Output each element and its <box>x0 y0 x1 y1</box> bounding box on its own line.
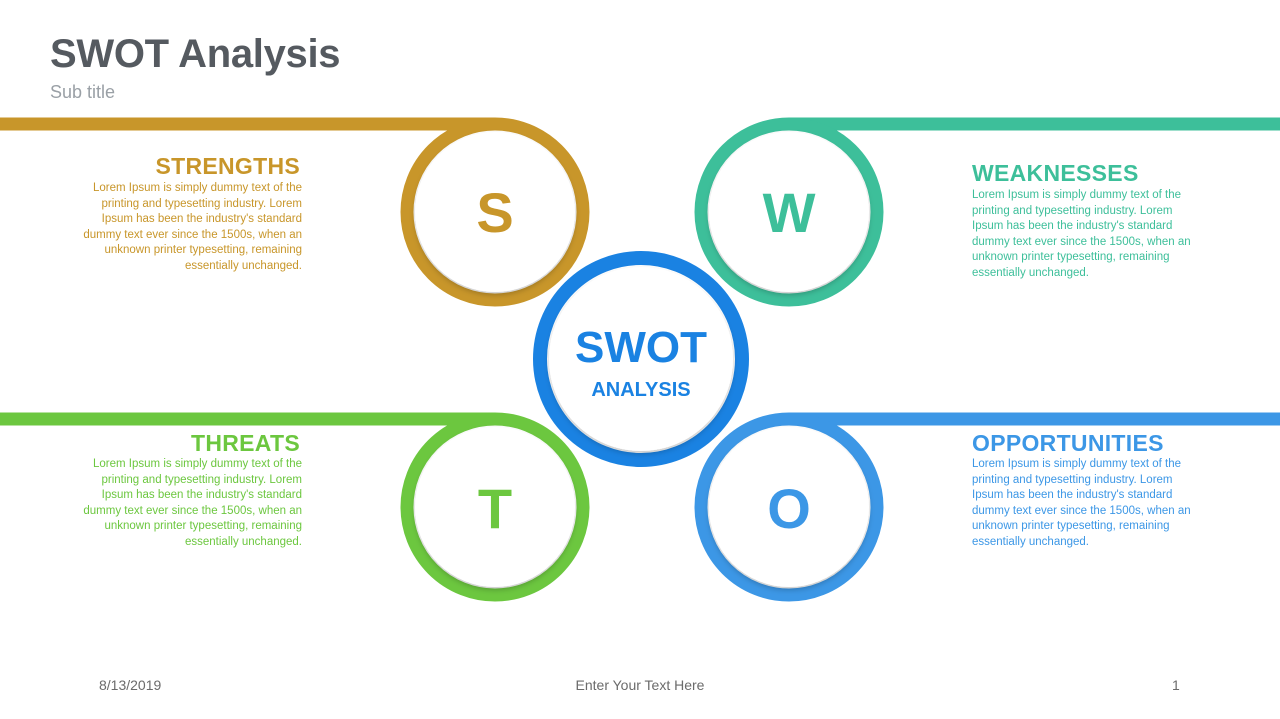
center-title: SWOT <box>575 323 707 372</box>
threats-circle: T <box>400 412 590 602</box>
center-circle: SWOT ANALYSIS <box>533 251 749 467</box>
opportunities-letter: O <box>767 477 811 540</box>
weaknesses-heading: WEAKNESSES <box>972 160 1139 186</box>
weaknesses-letter: W <box>763 181 816 244</box>
weaknesses-circle: W <box>694 117 884 307</box>
opportunities-heading: OPPORTUNITIES <box>972 430 1164 456</box>
strengths-letter: S <box>476 181 513 244</box>
opportunities-circle: O <box>694 412 884 602</box>
slide-subtitle: Sub title <box>50 82 116 102</box>
weaknesses-description: Lorem Ipsum is simply dummy text of the … <box>972 189 1191 279</box>
strengths-heading: STRENGTHS <box>155 153 300 179</box>
strengths-description: Lorem Ipsum is simply dummy text of the … <box>83 182 302 272</box>
threats-description: Lorem Ipsum is simply dummy text of the … <box>83 458 302 548</box>
center-subtitle: ANALYSIS <box>591 379 690 401</box>
threats-heading: THREATS <box>190 430 300 456</box>
footer-date: 8/13/2019 <box>99 677 162 693</box>
footer-text: Enter Your Text Here <box>575 677 705 693</box>
page-number: 1 <box>1172 677 1180 693</box>
strengths-circle: S <box>400 117 590 307</box>
threats-letter: T <box>478 477 512 540</box>
opportunities-description: Lorem Ipsum is simply dummy text of the … <box>972 458 1191 548</box>
slide-title: SWOT Analysis <box>50 32 341 76</box>
